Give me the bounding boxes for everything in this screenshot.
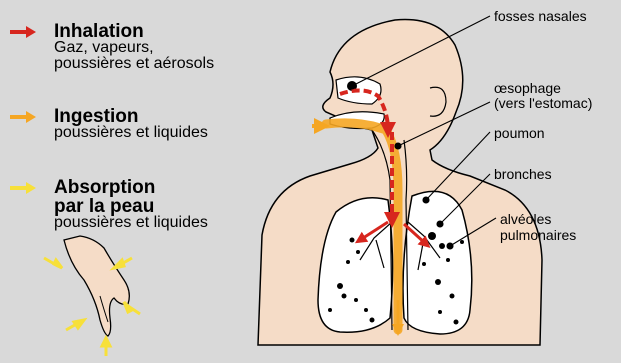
label-oesophage: œsophage bbox=[494, 80, 561, 96]
label-oesophage-note: (vers l'estomac) bbox=[494, 95, 592, 111]
label-alveoles-line2: pulmonaires bbox=[500, 227, 576, 243]
legend-inhalation-desc-line: Gaz, vapeurs, bbox=[54, 40, 154, 56]
lung-right bbox=[403, 191, 472, 334]
legend-arrows bbox=[10, 26, 36, 194]
legend-absorption-desc-line: poussières et liquides bbox=[54, 215, 208, 231]
hand-illustration bbox=[44, 236, 140, 356]
legend-inhalation-desc-line: poussières et aérosols bbox=[54, 56, 214, 72]
legend-ingestion-desc-line: poussières et liquides bbox=[54, 125, 208, 141]
label-alveoles: alvéoles bbox=[500, 211, 551, 227]
legend-absorption-title: Absorption bbox=[54, 178, 155, 197]
label-bronches: bronches bbox=[494, 166, 552, 182]
label-poumon: poumon bbox=[494, 125, 545, 141]
label-fosses-nasales: fosses nasales bbox=[494, 8, 587, 24]
